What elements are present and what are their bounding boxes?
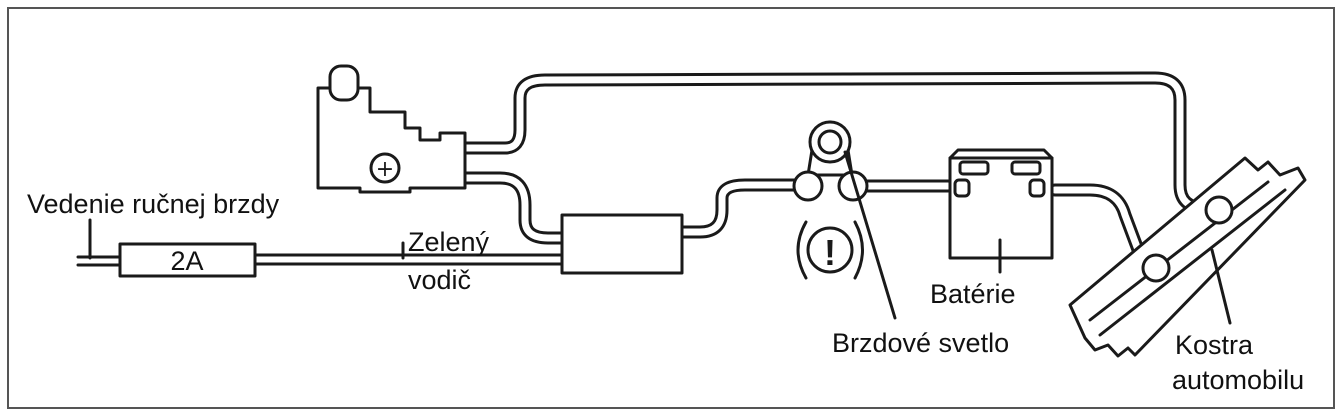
brake-light-right-terminal xyxy=(837,170,869,202)
green-wire-label-line1: Zelený xyxy=(408,227,490,257)
brake-light-left-terminal xyxy=(792,170,824,202)
switch-terminal xyxy=(369,152,401,184)
handbrake-switch: + xyxy=(316,64,467,194)
thin-wires xyxy=(76,253,564,267)
chassis-ground-lower xyxy=(1141,253,1171,283)
handbrake-lead-label: Vedenie ručnej brzdy xyxy=(27,189,280,219)
fuse-rating-label: 2A xyxy=(170,246,203,276)
brake-light-pointer xyxy=(843,150,897,320)
brake-warning-lamp xyxy=(806,226,854,274)
fuse: 2A xyxy=(118,242,257,278)
chassis-label-line2: automobilu xyxy=(1172,365,1304,395)
plus-sign-icon: + xyxy=(376,157,394,182)
diagram-frame xyxy=(7,7,1335,409)
battery-terminal-left xyxy=(953,178,971,198)
battery-terminal-right xyxy=(1028,178,1046,198)
switch-plunger xyxy=(328,64,360,102)
chassis-rail xyxy=(1068,156,1307,358)
control-module xyxy=(560,213,684,275)
chassis-ground-upper xyxy=(1204,195,1234,225)
brake-light: ! xyxy=(792,120,897,320)
brake-light-label: Brzdové svetlo xyxy=(832,328,1009,358)
chassis-label-line1: Kostra xyxy=(1175,330,1254,360)
chassis-pointer xyxy=(1210,248,1232,325)
exclamation-icon: ! xyxy=(824,232,836,273)
battery xyxy=(948,148,1054,274)
battery-label: Batérie xyxy=(930,279,1016,309)
green-wire-label-line2: vodič xyxy=(408,265,471,295)
